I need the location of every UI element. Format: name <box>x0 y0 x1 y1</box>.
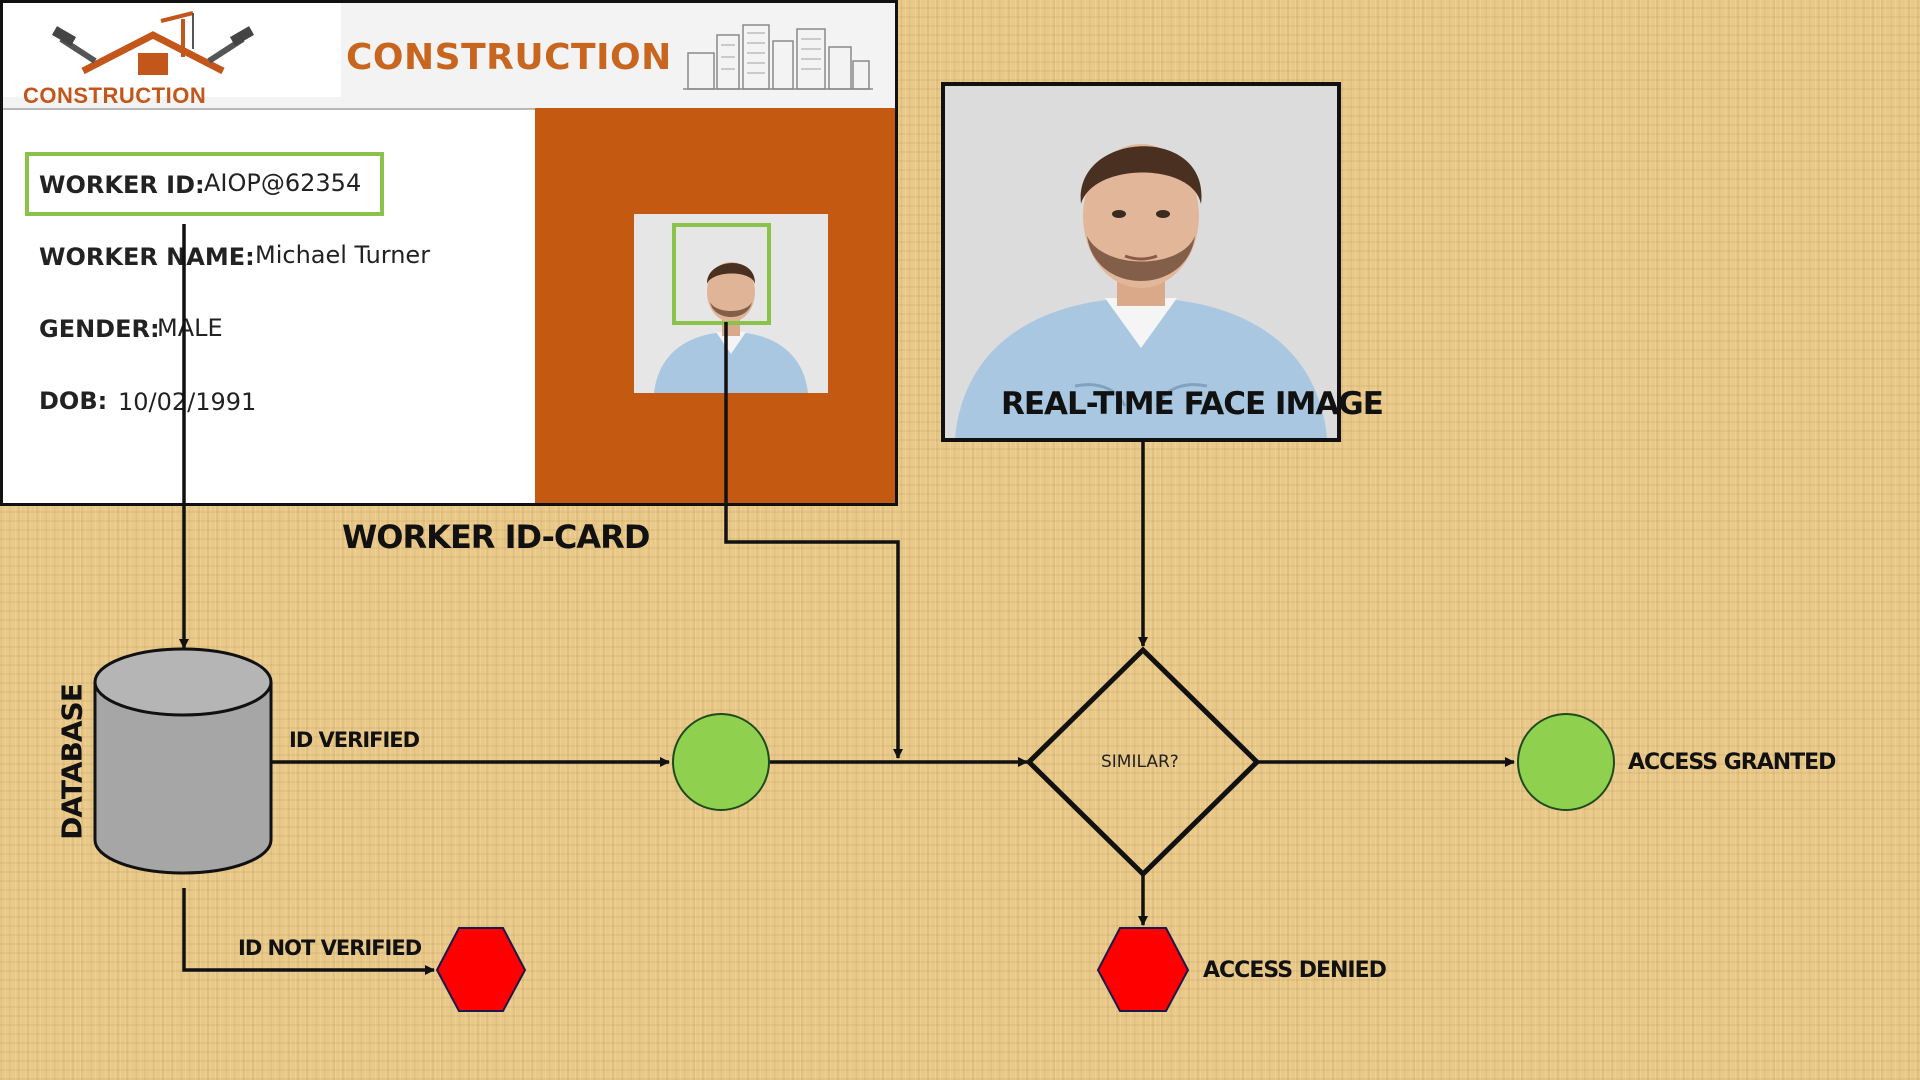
logo-text: CONSTRUCTION <box>23 83 207 108</box>
worker-id-highlight-box <box>25 152 384 216</box>
gender-label: GENDER: <box>39 315 160 343</box>
photo-to-flow-connector <box>724 322 903 759</box>
worker-name-value: Michael Turner <box>255 241 431 269</box>
database-cylinder <box>93 647 273 875</box>
id-not-verified-label: ID NOT VERIFIED <box>238 936 422 960</box>
logo-graphic <box>51 11 255 75</box>
worker-id-value: AIOP@62354 <box>204 169 362 197</box>
dob-value: 10/02/1991 <box>118 388 257 416</box>
id-verified-node <box>672 713 770 811</box>
database-label: DATABASE <box>55 684 89 840</box>
worker-id-card: CONSTRUCTION CONSTRUCTION <box>0 0 898 506</box>
access-granted-label: ACCESS GRANTED <box>1628 750 1836 775</box>
worker-name-label: WORKER NAME: <box>39 243 255 271</box>
face-image-caption: REAL-TIME FACE IMAGE <box>1001 386 1384 422</box>
card-header: CONSTRUCTION CONSTRUCTION <box>3 3 895 110</box>
dob-label: DOB: <box>39 387 108 415</box>
access-denied-label: ACCESS DENIED <box>1203 958 1387 983</box>
gender-value: MALE <box>157 314 223 342</box>
company-logo: CONSTRUCTION <box>3 3 341 108</box>
id-not-verified-connector <box>182 888 435 975</box>
access-denied-stop-node <box>1096 927 1190 1012</box>
decision-label: SIMILAR? <box>1101 752 1179 772</box>
access-granted-node <box>1517 713 1615 811</box>
id-verified-label: ID VERIFIED <box>289 728 420 752</box>
city-skyline-icon <box>683 24 873 90</box>
real-time-face-image <box>941 82 1341 442</box>
card-header-title: CONSTRUCTION <box>346 37 672 78</box>
worker-id-label: WORKER ID: <box>39 171 205 199</box>
id-card-caption: WORKER ID-CARD <box>342 518 650 556</box>
id-not-verified-stop-node <box>435 927 527 1012</box>
similarity-decision-node <box>1025 646 1261 878</box>
worker-photo <box>634 214 828 393</box>
face-detection-box <box>672 223 771 325</box>
